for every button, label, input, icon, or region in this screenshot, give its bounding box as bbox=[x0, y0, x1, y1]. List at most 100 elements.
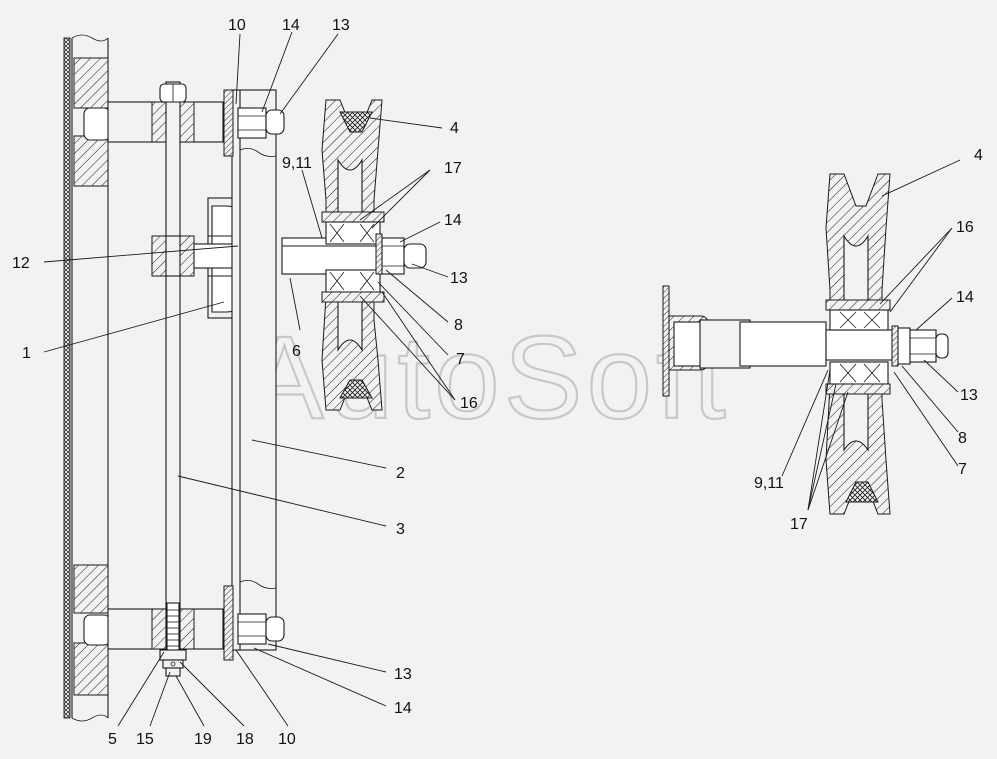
label-1: 1 bbox=[22, 345, 31, 362]
labels-right: 4 16 14 13 8 7 9,11 17 bbox=[754, 147, 983, 533]
bearing-bottom-balls bbox=[329, 271, 375, 291]
bearing-top bbox=[325, 221, 381, 245]
right-label-7: 7 bbox=[958, 461, 967, 478]
leader-lines-right bbox=[781, 159, 961, 511]
label-7: 7 bbox=[456, 351, 465, 368]
label-14-bottom: 14 bbox=[394, 700, 412, 717]
upper-bracket-top bbox=[73, 57, 109, 109]
bearing-top-balls bbox=[329, 223, 375, 243]
right-assembly bbox=[662, 173, 949, 515]
rod-nut-3 bbox=[165, 667, 181, 677]
pulley-lower-belt bbox=[339, 379, 373, 399]
rod-thread bbox=[166, 602, 180, 656]
plate-break-top bbox=[239, 148, 277, 157]
lower-bolt-nut bbox=[237, 613, 267, 645]
lower-pin-head bbox=[83, 614, 111, 646]
right-nut bbox=[909, 329, 937, 363]
upper-bush-left bbox=[151, 101, 167, 143]
label-18: 18 bbox=[236, 731, 254, 748]
wall-break-bottom bbox=[71, 714, 109, 722]
plate-break-bottom bbox=[239, 580, 277, 589]
right-label-8: 8 bbox=[958, 430, 967, 447]
watermark-text: AutoSoft bbox=[245, 312, 730, 444]
right-bearing-bottom-balls bbox=[839, 363, 881, 383]
rod-nut-1 bbox=[159, 649, 187, 661]
pulley-upper-web bbox=[337, 158, 363, 219]
label-19: 19 bbox=[194, 731, 212, 748]
label-5: 5 bbox=[108, 731, 117, 748]
right-bearing-bottom-race bbox=[825, 383, 891, 395]
right-axle bbox=[739, 321, 827, 367]
upper-bolt-end bbox=[265, 109, 285, 135]
tension-rod bbox=[165, 81, 181, 655]
label-13-bottom: 13 bbox=[394, 666, 412, 683]
label-17: 17 bbox=[444, 160, 462, 177]
axle-washer-8 bbox=[375, 233, 383, 275]
label-16: 16 bbox=[460, 395, 478, 412]
label-6: 6 bbox=[292, 343, 301, 360]
right-pulley-upper-web bbox=[843, 234, 869, 307]
lower-bracket-top bbox=[73, 564, 109, 614]
rod-nut-2 bbox=[162, 659, 184, 669]
lower-bolt-end bbox=[265, 616, 285, 642]
rod-cotter-pin bbox=[170, 661, 176, 667]
label-9-11: 9,11 bbox=[282, 155, 312, 172]
upper-pin-head bbox=[83, 107, 111, 141]
label-14-top: 14 bbox=[282, 17, 300, 34]
label-2: 2 bbox=[396, 465, 405, 482]
right-pulley-upper bbox=[825, 173, 891, 307]
label-10-bottom: 10 bbox=[278, 731, 296, 748]
right-label-4: 4 bbox=[974, 147, 983, 164]
rod-thread-lines bbox=[167, 609, 179, 647]
right-label-14: 14 bbox=[956, 289, 974, 306]
right-label-16: 16 bbox=[956, 219, 974, 236]
left-assembly bbox=[63, 34, 427, 722]
label-10-top: 10 bbox=[228, 17, 246, 34]
right-label-9-11: 9,11 bbox=[754, 475, 784, 492]
adjuster-bush-left bbox=[151, 235, 167, 277]
right-label-17: 17 bbox=[790, 516, 808, 533]
right-flange-bore bbox=[673, 321, 703, 367]
label-13-top: 13 bbox=[332, 17, 350, 34]
upper-bush-right bbox=[179, 101, 195, 143]
bearing-bottom-race bbox=[321, 291, 385, 303]
labels-left: 10 14 13 4 9,11 17 14 12 13 8 1 6 7 16 2… bbox=[12, 17, 478, 748]
adjuster-rod-section bbox=[165, 235, 181, 277]
pulley-upper-belt bbox=[339, 111, 373, 133]
pulley-lower-web bbox=[337, 295, 363, 352]
bearing-bottom bbox=[325, 269, 381, 293]
right-axle-end bbox=[825, 329, 893, 361]
right-washer-8 bbox=[891, 325, 899, 367]
adjuster-bush-right bbox=[179, 235, 195, 277]
label-14-mid: 14 bbox=[444, 212, 462, 229]
lower-bracket-bottom bbox=[73, 642, 109, 696]
label-8: 8 bbox=[454, 317, 463, 334]
right-bearing-top bbox=[829, 309, 889, 331]
label-4: 4 bbox=[450, 120, 459, 137]
upper-bolt-nut bbox=[237, 107, 267, 139]
wall-break-top bbox=[71, 34, 109, 42]
lower-bush-right bbox=[179, 608, 195, 650]
lower-washer-10 bbox=[223, 585, 234, 661]
right-label-13: 13 bbox=[960, 387, 978, 404]
label-12: 12 bbox=[12, 255, 30, 272]
upper-washer-10 bbox=[223, 89, 234, 157]
bearing-top-race bbox=[321, 211, 385, 223]
right-pulley-belt bbox=[845, 481, 879, 503]
label-13-mid: 13 bbox=[450, 270, 468, 287]
right-flange-plate bbox=[662, 285, 670, 397]
label-3: 3 bbox=[396, 521, 405, 538]
right-bolt-end bbox=[935, 333, 949, 359]
label-15: 15 bbox=[136, 731, 154, 748]
lower-bush-left bbox=[151, 608, 167, 650]
right-washer-14 bbox=[897, 327, 911, 365]
frame-wall-knurl bbox=[63, 37, 71, 719]
axle-nut bbox=[381, 237, 405, 275]
mounting-plate bbox=[231, 89, 277, 651]
axle-bolt-end bbox=[403, 243, 427, 269]
upper-bracket-bottom bbox=[73, 135, 109, 187]
right-bearing-top-race bbox=[825, 299, 891, 311]
leader-lines-left bbox=[43, 31, 456, 727]
